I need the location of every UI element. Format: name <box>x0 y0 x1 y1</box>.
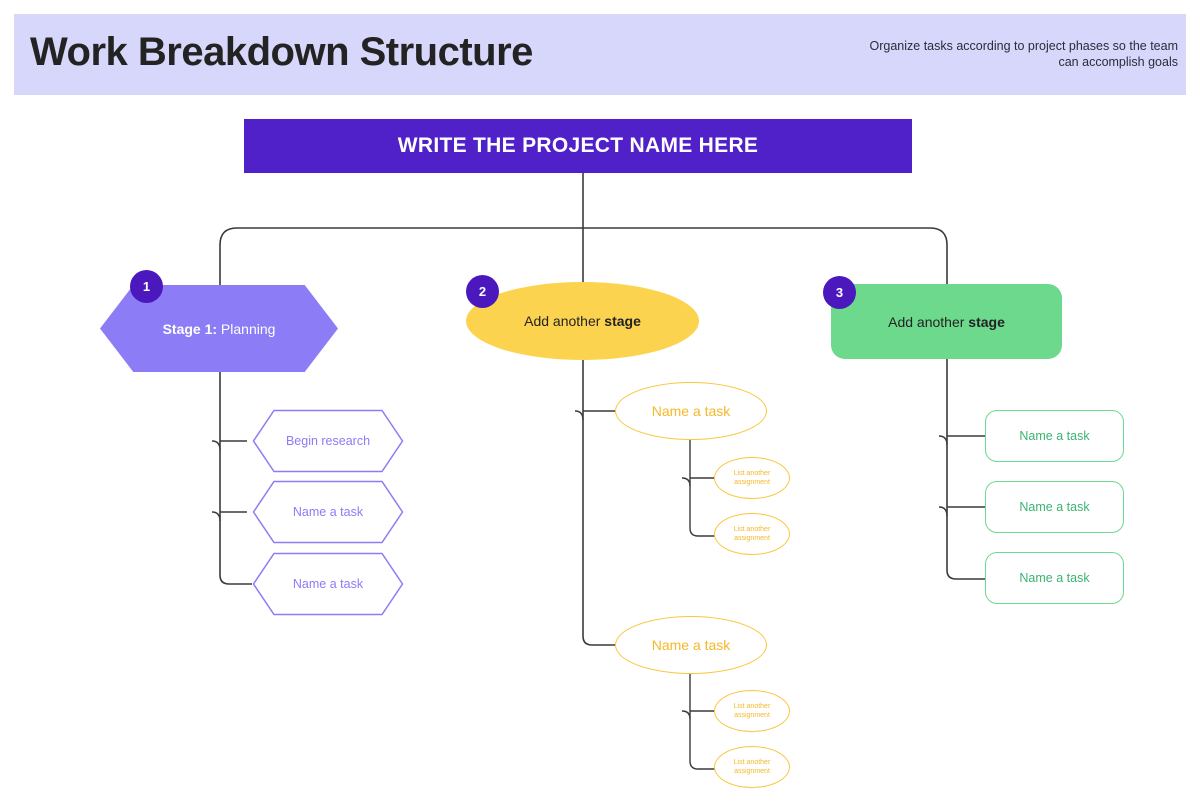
task-node-3-2-label: Name a task <box>1019 500 1090 514</box>
subtask-line2: assignment <box>734 768 770 775</box>
subtask-line2: assignment <box>734 479 770 486</box>
subtask-node-2-2-1-label: List another assignment <box>722 702 783 720</box>
page-title: Work Breakdown Structure <box>30 30 533 74</box>
stage-badge-3-number: 3 <box>835 285 844 300</box>
page-subtitle: Organize tasks according to project phas… <box>869 39 1179 69</box>
task-node-2-2-label: Name a task <box>651 637 731 653</box>
task-node-2-1-label: Name a task <box>651 403 731 419</box>
task-node-1-2[interactable]: Name a task <box>252 480 404 544</box>
stage-node-2[interactable]: Add another stage <box>466 282 699 360</box>
subtask-node-2-1-2-label: List another assignment <box>722 525 783 543</box>
stage-node-3-label: Add another stage <box>888 314 1005 330</box>
stage-node-2-label: Add another stage <box>524 313 641 329</box>
stage-node-1-label: Stage 1: Planning <box>163 321 276 337</box>
task-node-3-2[interactable]: Name a task <box>985 481 1124 533</box>
header-band: Work Breakdown Structure Organize tasks … <box>14 14 1186 95</box>
task-node-1-1[interactable]: Begin research <box>252 409 404 473</box>
stage-node-2-label-rest: Add another <box>524 313 605 329</box>
stage-badge-3: 3 <box>823 276 856 309</box>
subtask-line1: List another <box>733 759 771 766</box>
task-node-2-1[interactable]: Name a task <box>615 382 767 440</box>
subtask-line2: assignment <box>734 712 770 719</box>
task-node-2-2[interactable]: Name a task <box>615 616 767 674</box>
stage-badge-1: 1 <box>130 270 163 303</box>
task-node-1-3-label: Name a task <box>292 577 364 591</box>
task-node-1-1-label: Begin research <box>285 434 371 448</box>
subtask-node-2-2-1[interactable]: List another assignment <box>714 690 790 732</box>
stage-badge-2: 2 <box>466 275 499 308</box>
stage-node-2-label-bold: stage <box>604 313 641 329</box>
task-node-1-2-label: Name a task <box>292 505 364 519</box>
subtask-line2: assignment <box>734 535 770 542</box>
root-project-box[interactable]: WRITE THE PROJECT NAME HERE <box>244 119 912 173</box>
subtask-node-2-2-2-label: List another assignment <box>722 758 783 776</box>
stage-node-3-label-bold: stage <box>968 313 1005 330</box>
stage-badge-2-number: 2 <box>478 284 487 299</box>
subtask-node-2-2-2[interactable]: List another assignment <box>714 746 790 788</box>
task-node-3-1[interactable]: Name a task <box>985 410 1124 462</box>
root-project-label: WRITE THE PROJECT NAME HERE <box>397 134 759 157</box>
subtask-line1: List another <box>733 526 771 533</box>
stage-node-1-label-rest: Planning <box>217 320 276 337</box>
stage-node-1-label-bold: Stage 1: <box>162 320 218 337</box>
task-node-1-3[interactable]: Name a task <box>252 552 404 616</box>
stage-node-3-label-rest: Add another <box>888 313 969 330</box>
subtask-node-2-1-1[interactable]: List another assignment <box>714 457 790 499</box>
subtask-node-2-1-1-label: List another assignment <box>722 469 783 487</box>
task-node-3-1-label: Name a task <box>1019 429 1090 443</box>
stage-badge-1-number: 1 <box>142 279 151 294</box>
stage-node-3[interactable]: Add another stage <box>831 284 1062 359</box>
subtask-line1: List another <box>733 703 771 710</box>
task-node-3-3[interactable]: Name a task <box>985 552 1124 604</box>
subtask-line1: List another <box>733 470 771 477</box>
subtask-node-2-1-2[interactable]: List another assignment <box>714 513 790 555</box>
task-node-3-3-label: Name a task <box>1019 571 1090 585</box>
